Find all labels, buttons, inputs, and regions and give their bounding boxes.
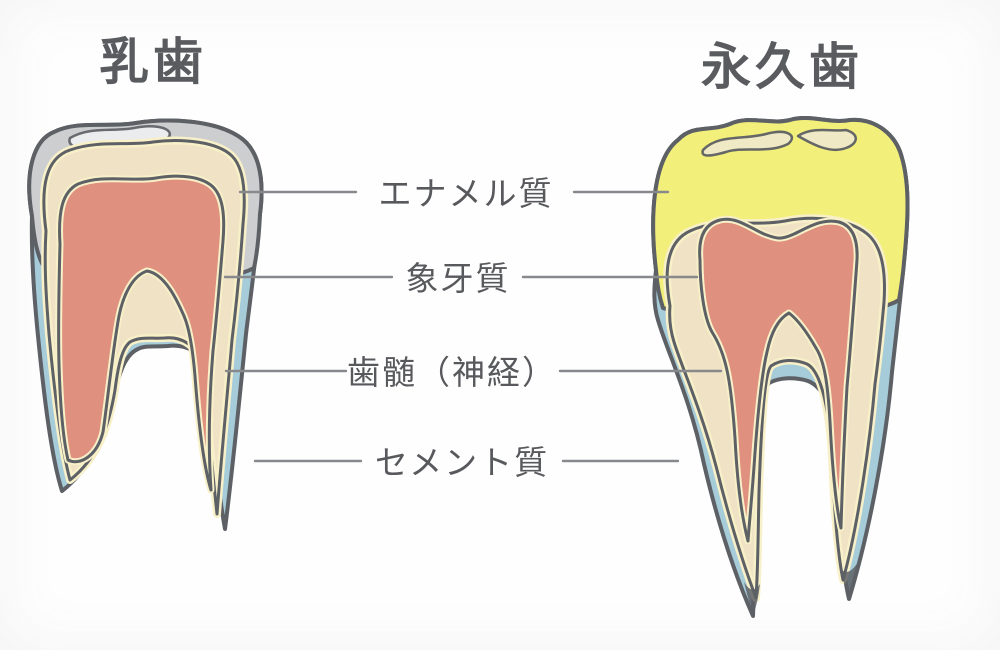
permanent-root-tip-left xyxy=(744,582,760,616)
permanent-occlusal-patch-left xyxy=(701,130,794,157)
permanent-root-tip-right xyxy=(840,562,858,599)
permanent-tooth-illustration xyxy=(651,116,910,618)
label-cementum: セメント質 xyxy=(374,443,550,482)
baby-pulp-outline xyxy=(57,174,226,492)
permanent-occlusal-patch-right xyxy=(796,128,857,152)
label-pulp-nerve: 歯髄（神経） xyxy=(347,353,557,392)
baby-tooth-illustration xyxy=(27,118,264,531)
permanent-pulp-outline xyxy=(698,217,859,543)
label-dentin: 象牙質 xyxy=(405,259,511,298)
label-enamel: エナメル質 xyxy=(378,174,554,213)
permanent-tooth-title: 永久歯 xyxy=(701,38,863,96)
baby-tooth-title: 乳歯 xyxy=(99,33,207,91)
